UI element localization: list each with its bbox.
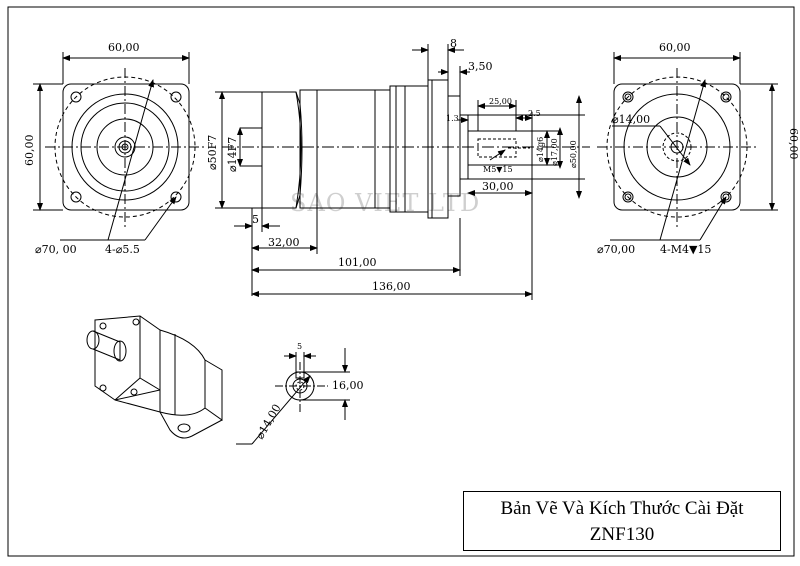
model-number: ZNF130: [589, 524, 655, 545]
key-width-dim: 5: [297, 342, 302, 351]
rear-holes-callout: 4-M4▼15: [660, 243, 711, 256]
flange-dia-dim: ⌀50F7: [206, 135, 219, 170]
front-height-dim: 60,00: [23, 135, 36, 167]
thread-callout: M5▼15: [483, 165, 513, 174]
len-32-dim: 32,00: [268, 236, 300, 249]
front-view: [33, 52, 205, 241]
len-13-dim: 1.3: [446, 114, 459, 123]
key-height-dim: 16,00: [332, 379, 364, 392]
shaft-17-dim: ⌀17,00: [550, 138, 559, 166]
front-holes-callout: 4-⌀5.5: [105, 243, 140, 256]
len-25-dim: 25,00: [489, 97, 512, 106]
len-5-dim: 5: [252, 213, 259, 226]
len-101-dim: 101,00: [338, 256, 377, 269]
rear-height-dim: 60,00: [787, 128, 800, 160]
isometric-view: [86, 315, 223, 439]
len-25b-dim: 2.5: [528, 109, 541, 118]
len-350-dim: 3,50: [468, 60, 493, 73]
shaft-g6-dim: ⌀14g6: [536, 137, 545, 162]
drawing-title: Bản Vẽ Và Kích Thước Cài Đặt: [500, 498, 744, 519]
front-width-dim: 60,00: [108, 41, 140, 54]
bore-dia-dim: ⌀14F7: [226, 137, 239, 172]
front-outer-dia: ⌀70, 00: [35, 243, 77, 256]
shaft-50-dim: ⌀50,00: [569, 140, 578, 168]
len-136-dim: 136,00: [372, 280, 411, 293]
key-detail: [236, 348, 350, 445]
drawing-border: [7, 6, 795, 557]
watermark: SAO VIET LTD: [290, 189, 480, 217]
side-view: [215, 44, 590, 300]
key-dia-dim: ⌀14,00: [253, 402, 283, 442]
rear-bore-dim: ⌀14,00: [612, 113, 650, 126]
len-30-dim: 30,00: [482, 180, 514, 193]
rear-outer-dia: ⌀70,00: [597, 243, 635, 256]
rear-view: [597, 52, 778, 241]
title-block: Bản Vẽ Và Kích Thước Cài Đặt ZNF130: [463, 491, 781, 551]
len-8-dim: 8: [450, 37, 457, 50]
rear-width-dim: 60,00: [659, 41, 691, 54]
